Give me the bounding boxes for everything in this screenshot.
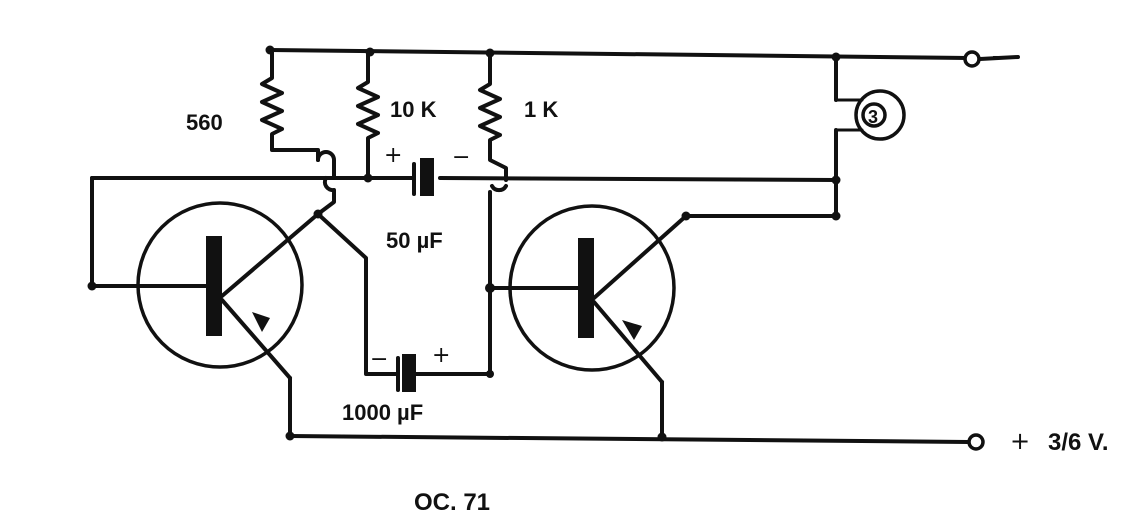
resistor-10k: [356, 50, 380, 178]
c1-label: 50 µF: [386, 228, 443, 253]
transistor-right: [508, 204, 688, 384]
voltage-label: 3/6 V.: [1048, 429, 1109, 456]
junction-dot: [485, 283, 495, 293]
left-collector-wire: [316, 212, 400, 376]
junction-dot: [363, 173, 373, 183]
c2-plus-label: +: [432, 343, 450, 368]
junction-dot: [285, 431, 295, 441]
c2-minus-label: −: [370, 347, 388, 372]
c1-minus-label: −: [452, 145, 470, 170]
c2-label: 1000 µF: [342, 400, 423, 425]
junction-dot: [657, 432, 667, 442]
negative-terminal-label: −: [992, 42, 1007, 72]
positive-rail: [288, 434, 970, 444]
resistor-1k: [478, 51, 508, 290]
junction-dot: [486, 370, 494, 378]
junction-dot: [87, 281, 97, 291]
negative-terminal-lead: [978, 55, 1020, 61]
r2-label: 10 K: [390, 97, 437, 122]
negative-rail: [268, 48, 970, 60]
lamp: [834, 89, 906, 141]
positive-terminal-label: +: [1010, 427, 1030, 455]
c1-plus-label: +: [384, 143, 402, 168]
collector-bus: [438, 176, 838, 182]
right-collector-wire: [684, 178, 838, 218]
r3-label: 1 K: [524, 97, 558, 122]
positive-terminal[interactable]: [967, 433, 985, 451]
lamp-label: 3: [868, 107, 878, 127]
capacitor-1000uf: [396, 286, 492, 392]
junction-dot: [831, 211, 841, 221]
r1-label: 560: [186, 110, 223, 135]
transistor-left: [136, 201, 320, 380]
negative-terminal[interactable]: [963, 50, 981, 68]
left-base-wire: [90, 176, 214, 288]
resistor-560: [260, 48, 336, 216]
capacitor-50uf: [412, 158, 434, 196]
transistor-type-label: OC. 71: [414, 489, 490, 516]
